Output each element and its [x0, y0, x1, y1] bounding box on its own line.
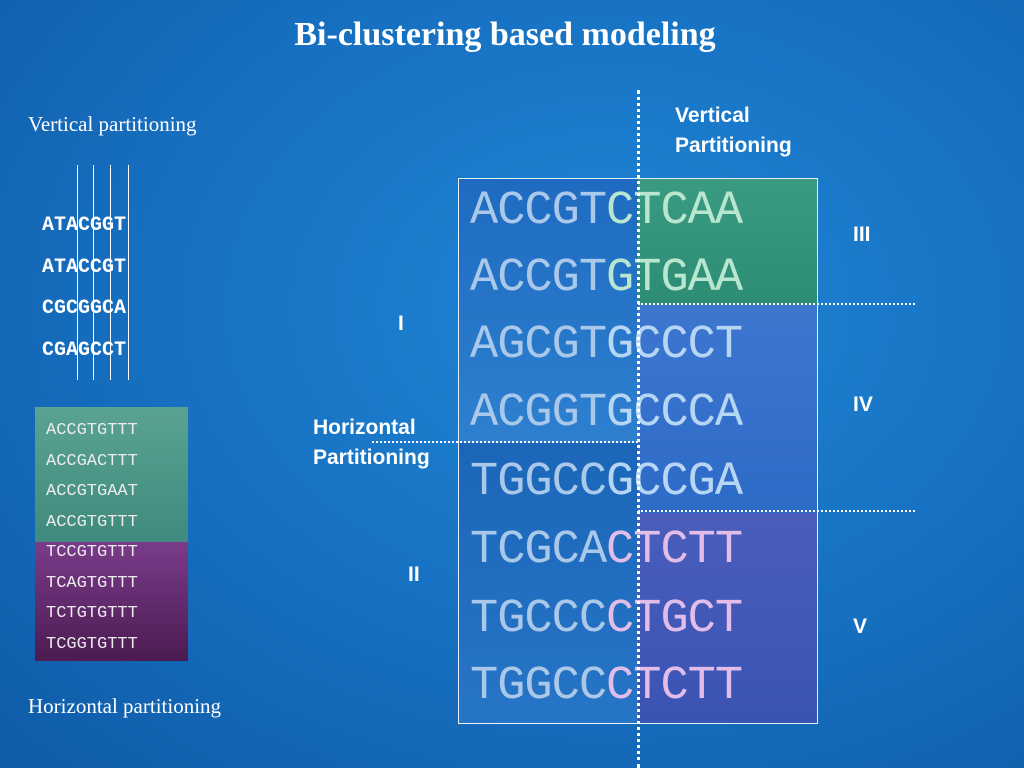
- cluster-i-region: [458, 178, 638, 443]
- matrix-row-right: GCCCA: [606, 387, 743, 440]
- sequence-item: ATACCGT: [42, 255, 127, 279]
- matrix-row: ACGGTGCCCA: [470, 387, 743, 440]
- vertical-heading-line2: Partitioning: [675, 134, 792, 157]
- matrix-row: ACCGTCTCAA: [470, 185, 743, 238]
- block-sequence-lines: ACCGTGTTT ACCGACTTT ACCGTGAAT ACCGTGTTT …: [46, 416, 138, 660]
- block-sequence: TCTGTGTTT: [46, 604, 138, 623]
- cluster-label-ii: II: [408, 563, 420, 586]
- matrix-row: TGGCCGCCGA: [470, 456, 743, 509]
- horizontal-partition-line: [372, 441, 638, 443]
- horizontal-partitioning-heading: Horizontal Partitioning: [313, 413, 430, 473]
- matrix-row-right: GCCGA: [606, 456, 743, 509]
- horizontal-heading-line1: Horizontal: [313, 416, 416, 439]
- vertical-divider-4: [128, 165, 129, 380]
- matrix-row-left: TCGCA: [470, 524, 607, 577]
- block-sequence: ACCGTGAAT: [46, 482, 138, 501]
- block-sequence: TCCGTGTTT: [46, 543, 138, 562]
- sequence-item: CGAGCCT: [42, 338, 127, 362]
- partitioned-sequence-block: ACCGTGTTT ACCGACTTT ACCGTGAAT ACCGTGTTT …: [35, 407, 188, 661]
- matrix-row: TGCCCCTGCT: [470, 593, 743, 646]
- matrix-row-left: TGGCC: [470, 660, 607, 713]
- matrix-row-right: GTGAA: [606, 252, 743, 305]
- matrix-row-left: ACGGT: [470, 387, 607, 440]
- matrix-row-left: TGCCC: [470, 593, 607, 646]
- sequence-list: ATACGGT ATACCGT CGCGGCA CGAGCCT: [42, 205, 126, 371]
- matrix-row: AGCGTGCCCT: [470, 319, 743, 372]
- cluster-label-iv: IV: [853, 393, 873, 416]
- vertical-partitioning-heading: Vertical Partitioning: [675, 101, 792, 161]
- cluster-iii-region: [638, 178, 818, 305]
- vertical-divider-3: [110, 165, 111, 380]
- cluster-iv-region: [638, 305, 818, 513]
- block-sequence: TCGGTGTTT: [46, 634, 138, 654]
- sequence-item: ATACGGT: [42, 214, 127, 237]
- sequence-item: CGCGGCA: [42, 297, 127, 320]
- matrix-row-right: CTCTT: [606, 524, 743, 577]
- matrix-row-right: CTCAA: [606, 185, 743, 238]
- matrix-row-right: CTCTT: [606, 660, 743, 713]
- matrix-row-left: ACCGT: [470, 252, 607, 305]
- cluster-label-iii: III: [853, 223, 871, 246]
- matrix-row-right: CTGCT: [606, 593, 743, 646]
- block-sequence: ACCGACTTT: [46, 451, 138, 471]
- block-bottom-cluster: [35, 542, 188, 661]
- cluster-v-region: [638, 513, 818, 724]
- vertical-divider-2: [93, 165, 94, 380]
- slide-title: Bi-clustering based modeling: [294, 16, 716, 53]
- vertical-divider-1: [77, 165, 78, 380]
- vertical-partitioning-label: Vertical partitioning: [28, 112, 197, 136]
- block-sequence: TCAGTGTTT: [46, 573, 138, 593]
- matrix-row-left: AGCGT: [470, 319, 607, 372]
- matrix-row-left: TGGCC: [470, 456, 607, 509]
- block-top-cluster: [35, 407, 188, 542]
- vertical-partition-line: [637, 90, 640, 768]
- partition-line-iii-iv: [638, 303, 915, 305]
- horizontal-partitioning-label: Horizontal partitioning: [28, 694, 222, 718]
- matrix-row: TCGCACTCTT: [470, 524, 743, 577]
- partition-line-iv-v: [638, 510, 915, 512]
- cluster-label-i: I: [398, 312, 404, 335]
- matrix-row-left: ACCGT: [470, 185, 607, 238]
- matrix-row-right: GCCCT: [606, 319, 743, 372]
- block-sequence: ACCGTGTTT: [46, 512, 138, 532]
- block-sequence: ACCGTGTTT: [46, 421, 138, 440]
- matrix-row: ACCGTGTGAA: [470, 252, 743, 305]
- matrix-row: TGGCCCTCTT: [470, 660, 743, 713]
- cluster-label-v: V: [853, 615, 868, 638]
- horizontal-heading-line2: Partitioning: [313, 446, 430, 469]
- vertical-heading-line1: Vertical: [675, 104, 750, 127]
- cluster-ii-region: [458, 443, 638, 724]
